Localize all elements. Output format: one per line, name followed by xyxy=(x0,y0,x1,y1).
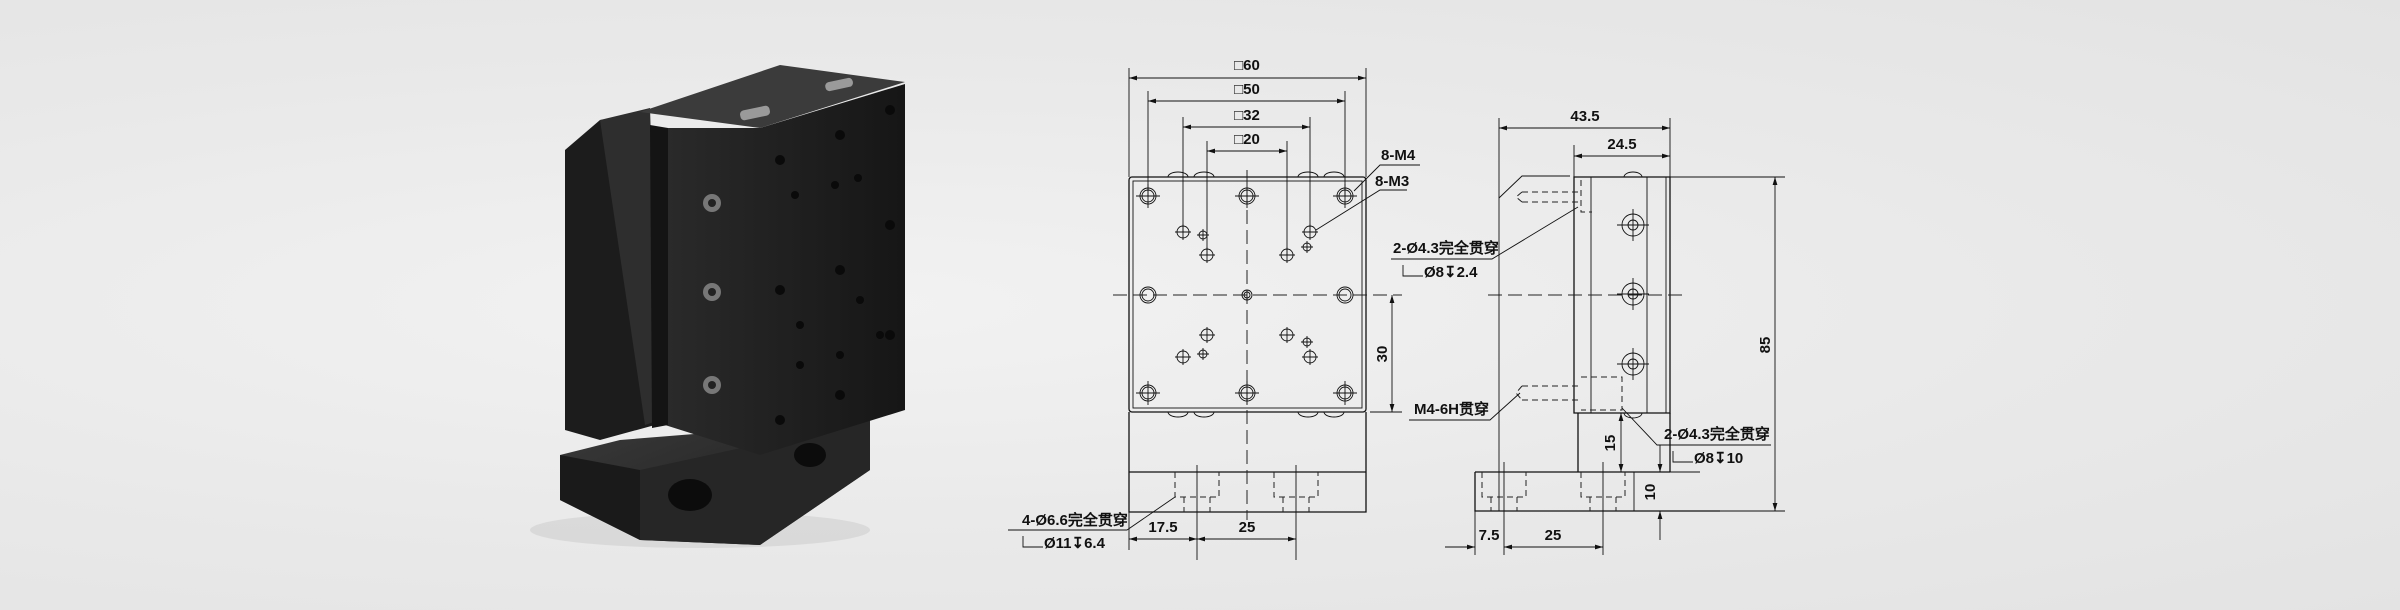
callout-8-m3: 8-M3 xyxy=(1375,173,1409,190)
callout-bottom-hole: 2-Ø4.3完全贯穿 xyxy=(1664,425,1770,443)
front-view-drawing: □60 □50 □32 □20 8-M4 8-M3 30 17.5 25 4-Ø… xyxy=(1008,57,1420,560)
side-view-drawing: 43.5 24.5 85 15 10 7.5 25 2-Ø4.3完全贯穿 Ø8↧… xyxy=(1391,108,1785,555)
dim-15: 15 xyxy=(1602,435,1619,452)
dim-sq20: □20 xyxy=(1234,131,1260,148)
dim-sq60: □60 xyxy=(1234,57,1260,74)
callout-top-hole: 2-Ø4.3完全贯穿 xyxy=(1393,239,1499,257)
product-photo xyxy=(530,65,905,548)
dim-25-side: 25 xyxy=(1545,527,1562,544)
callout-8-m4: 8-M4 xyxy=(1381,147,1416,164)
callout-bottom-cbore: Ø8↧10 xyxy=(1694,450,1743,467)
callout-base-hole: 4-Ø6.6完全贯穿 xyxy=(1022,511,1128,529)
callout-top-cbore: Ø8↧2.4 xyxy=(1424,264,1478,281)
dim-25-front: 25 xyxy=(1239,519,1256,536)
dim-85: 85 xyxy=(1757,337,1774,354)
dim-7-5: 7.5 xyxy=(1479,527,1500,544)
dim-30: 30 xyxy=(1374,346,1391,363)
dim-24-5: 24.5 xyxy=(1607,136,1636,153)
callout-base-cbore: Ø11↧6.4 xyxy=(1044,535,1106,552)
dim-17-5: 17.5 xyxy=(1148,519,1177,536)
callout-m4-6h: M4-6H贯穿 xyxy=(1414,400,1489,418)
dim-sq50: □50 xyxy=(1234,81,1260,98)
dim-10: 10 xyxy=(1642,484,1659,501)
dim-43-5: 43.5 xyxy=(1570,108,1599,125)
dim-sq32: □32 xyxy=(1234,107,1260,124)
